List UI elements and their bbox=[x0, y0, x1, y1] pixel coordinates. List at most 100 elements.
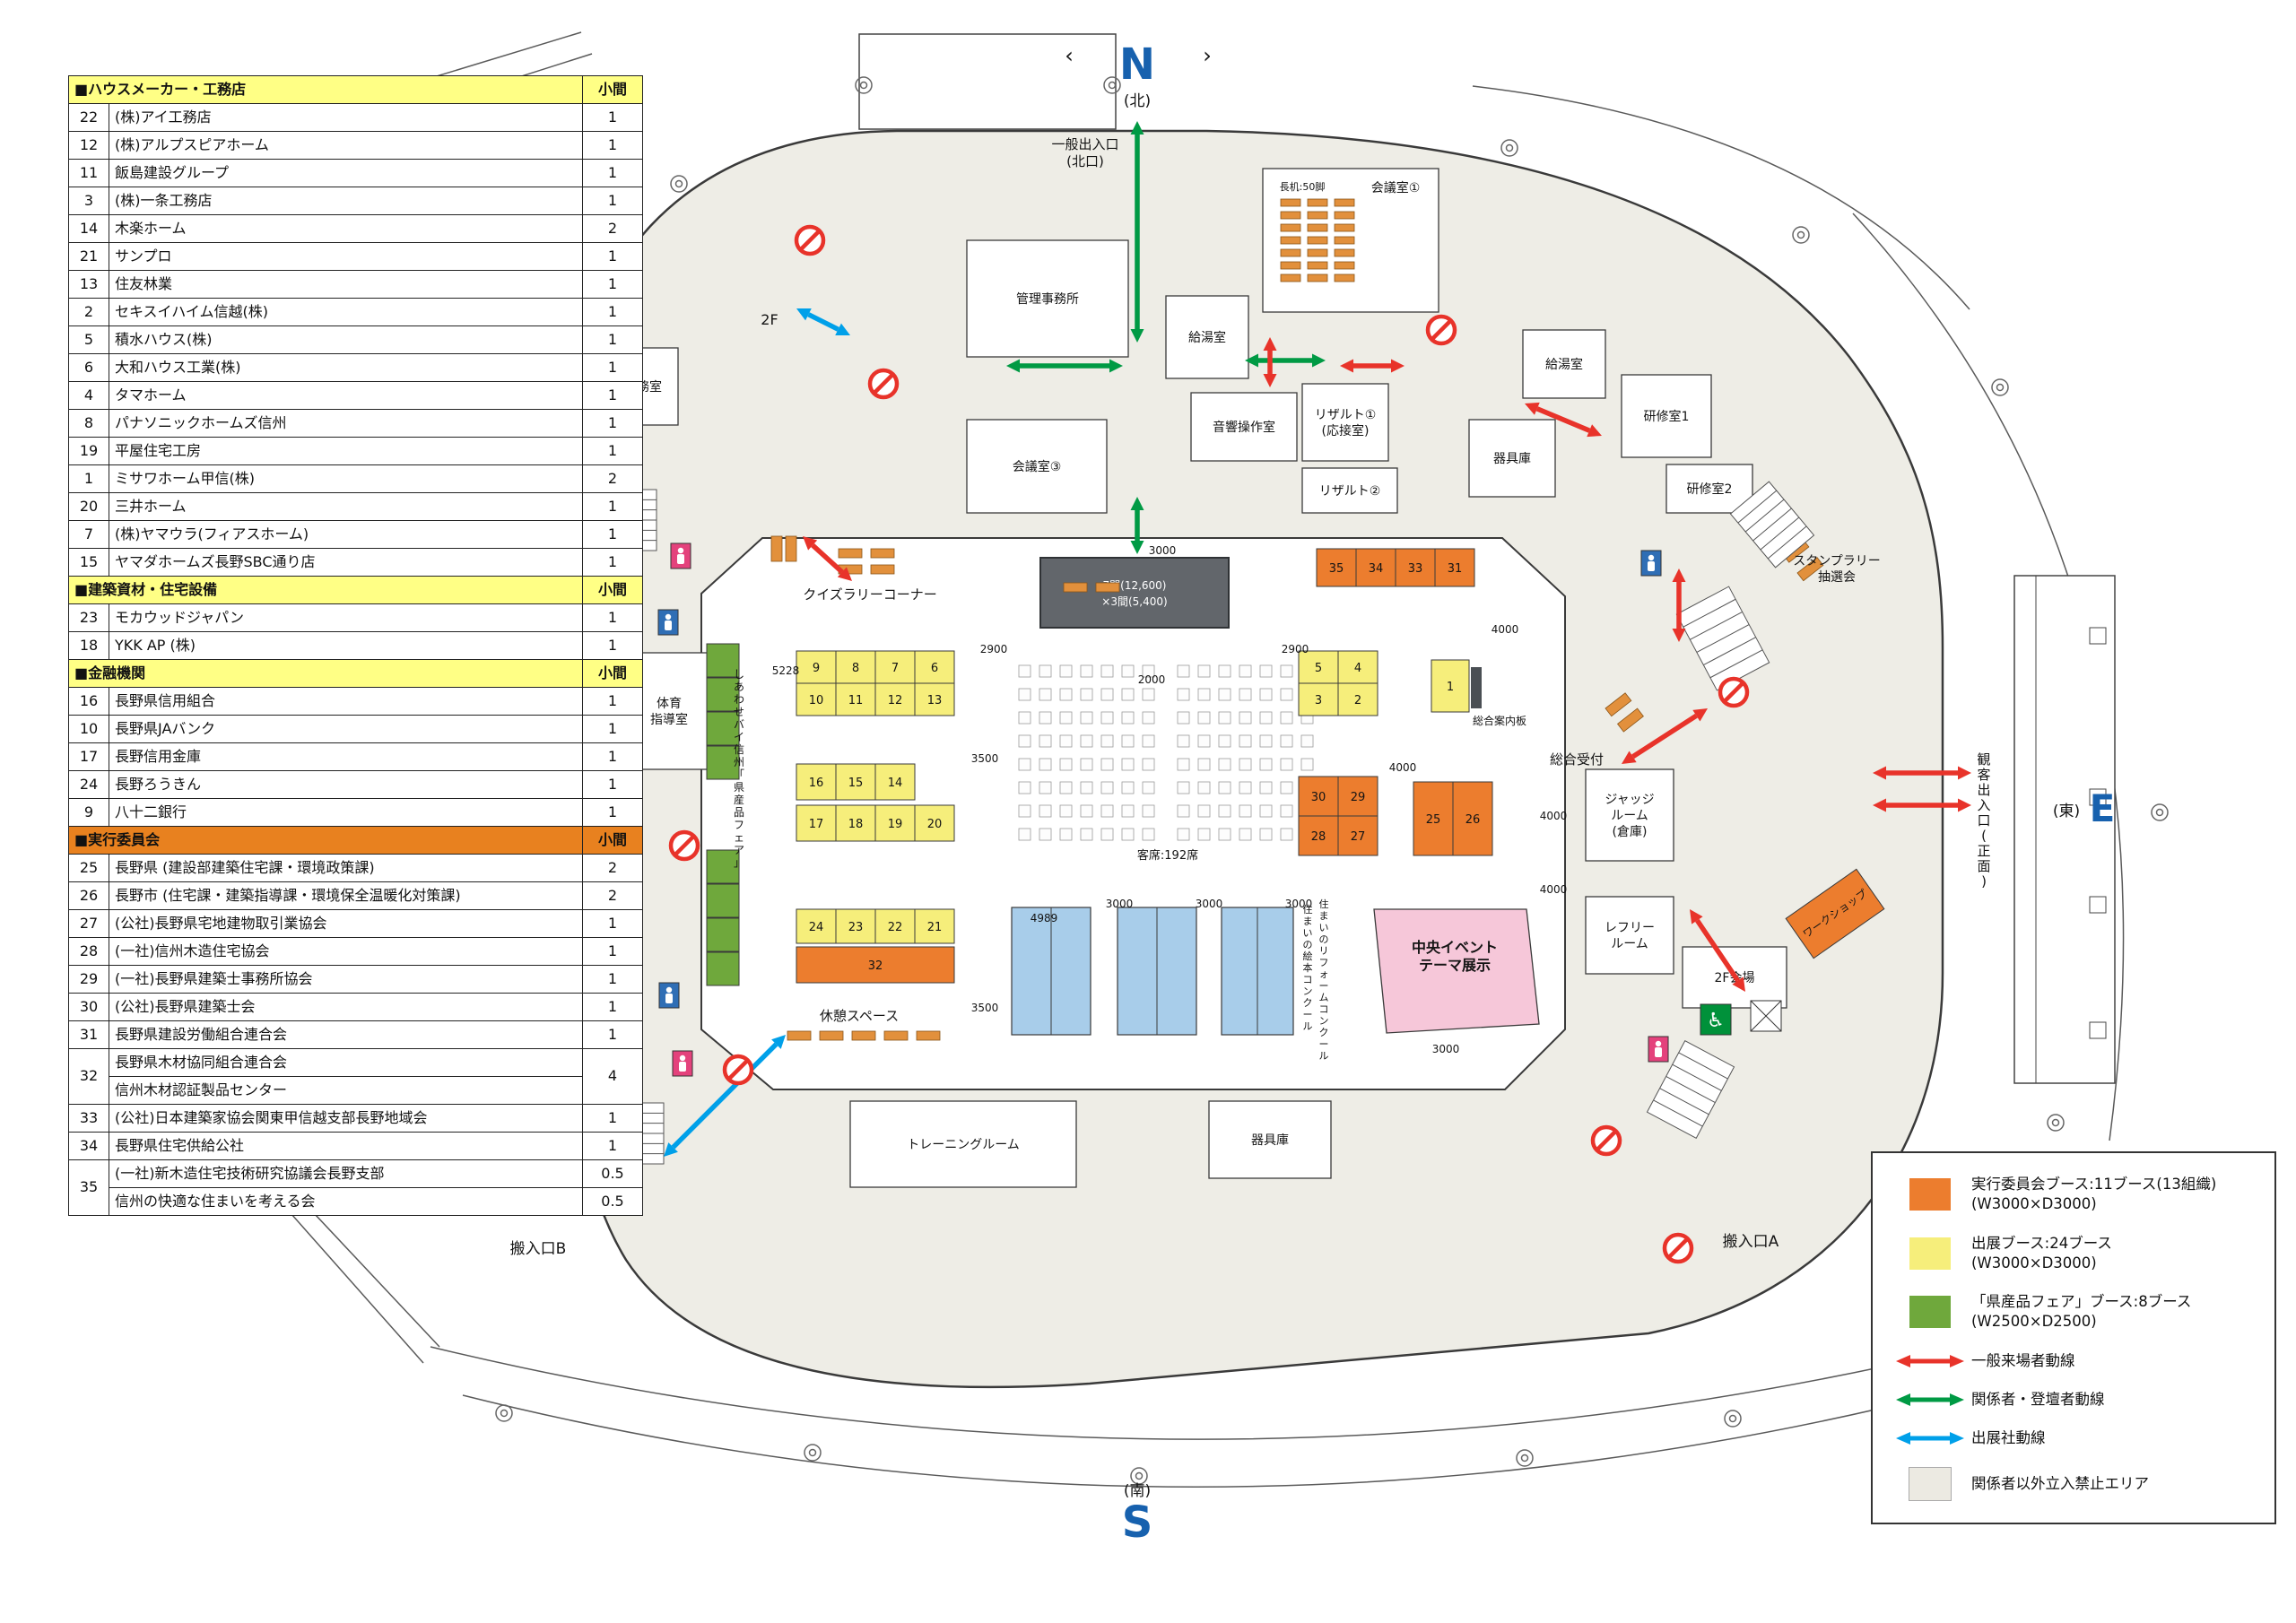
small-table bbox=[1307, 261, 1328, 270]
audience-seat bbox=[1018, 734, 1031, 748]
east-entrance-door bbox=[2089, 627, 2107, 645]
audience-seat bbox=[1039, 664, 1052, 678]
double-circle-marker bbox=[855, 76, 873, 94]
double-circle-marker bbox=[1500, 139, 1518, 157]
stair-step bbox=[1659, 1088, 1709, 1115]
small-table bbox=[1334, 198, 1355, 207]
room bbox=[966, 239, 1129, 358]
booth-green bbox=[706, 951, 740, 986]
marker-inner bbox=[1796, 230, 1805, 239]
room bbox=[1301, 467, 1398, 514]
marker-outer bbox=[2151, 803, 2169, 821]
arrow-head bbox=[1263, 374, 1277, 387]
booth-orange-27 bbox=[1337, 815, 1378, 856]
exhibitor-name-cell: サンプロ bbox=[109, 242, 583, 271]
audience-seat bbox=[1080, 781, 1093, 794]
toilet-figure-head bbox=[677, 547, 684, 554]
section-koma-header: 小間 bbox=[582, 659, 643, 688]
booth-number-cell: 2 bbox=[68, 298, 109, 326]
flow-arrow-red bbox=[1622, 708, 1708, 764]
booth-count-cell: 1 bbox=[582, 1104, 643, 1133]
audience-seat bbox=[1039, 828, 1052, 841]
audience-seat bbox=[1239, 758, 1252, 771]
marker-inner bbox=[500, 1409, 509, 1418]
compass-n-sub: (北) bbox=[1124, 92, 1151, 110]
room-label: 器具庫 bbox=[1493, 451, 1531, 466]
toilet-figure-body bbox=[665, 621, 672, 630]
double-circle-marker bbox=[804, 1444, 822, 1462]
booth-number-cell: 22 bbox=[68, 103, 109, 132]
arrow-head bbox=[1525, 402, 1540, 415]
section-koma-header: 小間 bbox=[582, 576, 643, 604]
site-outline bbox=[430, 1315, 2091, 1440]
no-entry-slash bbox=[1723, 681, 1744, 703]
booth-count-cell: 1 bbox=[582, 131, 643, 160]
dim-label: 3500 bbox=[971, 752, 999, 765]
arrow-head bbox=[1006, 359, 1020, 373]
stair-step bbox=[1703, 637, 1756, 666]
booth-number-cell: 29 bbox=[68, 965, 109, 994]
flow-arrow-green bbox=[1130, 497, 1144, 554]
audience-seat bbox=[1239, 804, 1252, 818]
audience-seat bbox=[1239, 664, 1252, 678]
section-title: ■建築資材・住宅設備 bbox=[68, 576, 583, 604]
booth-number: 7 bbox=[891, 662, 899, 675]
legend-label: 関係者・登壇者動線 bbox=[1971, 1390, 2105, 1408]
booth-number: 24 bbox=[809, 921, 824, 934]
no-entry-icon bbox=[1425, 314, 1457, 346]
exhibitor-name-cell: セキスイハイム信越(株) bbox=[109, 298, 583, 326]
marker-outer bbox=[1103, 76, 1121, 94]
audience-seat bbox=[1142, 758, 1155, 771]
booth-number: 19 bbox=[888, 818, 903, 831]
audience-seat bbox=[1018, 804, 1031, 818]
dim-label: 4000 bbox=[1540, 883, 1568, 896]
room-label: 給湯室 bbox=[1545, 357, 1583, 372]
room-label: ジャッジルーム(倉庫) bbox=[1605, 793, 1654, 839]
small-table bbox=[1095, 582, 1120, 593]
double-circle-marker bbox=[1516, 1449, 1534, 1467]
arrow-shaft bbox=[807, 312, 839, 332]
exhibitor-name-cell: (株)一条工務店 bbox=[109, 187, 583, 215]
exhibitor-name-cell: 信州の快適な住まいを考える会 bbox=[109, 1187, 583, 1216]
booth-count-cell: 1 bbox=[582, 437, 643, 465]
room bbox=[1190, 392, 1298, 462]
no-entry-slash bbox=[1431, 319, 1452, 341]
audience-seat bbox=[1259, 711, 1273, 725]
booth-number-cell: 23 bbox=[68, 603, 109, 632]
table-row: 信州木材認証製品センター bbox=[69, 1076, 643, 1105]
flow-arrow-red bbox=[1263, 337, 1277, 387]
toilet-icon-women bbox=[670, 542, 691, 569]
booth-yellow-15 bbox=[835, 763, 876, 801]
marker-inner bbox=[674, 179, 683, 188]
info-board-label: 総合案内板 bbox=[1473, 714, 1526, 727]
booth-number: 34 bbox=[1369, 562, 1384, 576]
stairs-icon bbox=[1729, 481, 1815, 568]
booth-green bbox=[706, 849, 740, 884]
marker-outer bbox=[2047, 1114, 2065, 1132]
loading-entrance-a-label: 搬入口A bbox=[1723, 1233, 1779, 1251]
audience-seat bbox=[1142, 781, 1155, 794]
small-table bbox=[1280, 248, 1301, 257]
legend-item: 出展ブース:24ブース(W3000×D3000) bbox=[1889, 1234, 2258, 1274]
booth-number-cell: 25 bbox=[68, 854, 109, 882]
stair-step bbox=[1690, 611, 1743, 640]
no-entry-slash bbox=[674, 835, 695, 856]
room-label: 研修室2 bbox=[1687, 482, 1733, 497]
booth-number: 6 bbox=[931, 662, 938, 675]
booth-number: 15 bbox=[848, 777, 864, 790]
exhibitor-name-cell: (株)アルプスピアホーム bbox=[109, 131, 583, 160]
section-title: ■金融機関 bbox=[68, 659, 583, 688]
legend-label: 実行委員会ブース:11ブース(13組織)(W3000×D3000) bbox=[1971, 1176, 2217, 1213]
audience-seat bbox=[1177, 688, 1190, 701]
toilet-icon-men bbox=[657, 609, 679, 636]
audience-seat bbox=[1177, 664, 1190, 678]
booth-yellow-3 bbox=[1298, 682, 1339, 716]
flow-arrow-red bbox=[1873, 766, 1971, 780]
booth-number-cell: 27 bbox=[68, 909, 109, 938]
no-entry-icon bbox=[1718, 676, 1750, 708]
small-table bbox=[851, 1030, 876, 1041]
audience-seat bbox=[1197, 828, 1211, 841]
